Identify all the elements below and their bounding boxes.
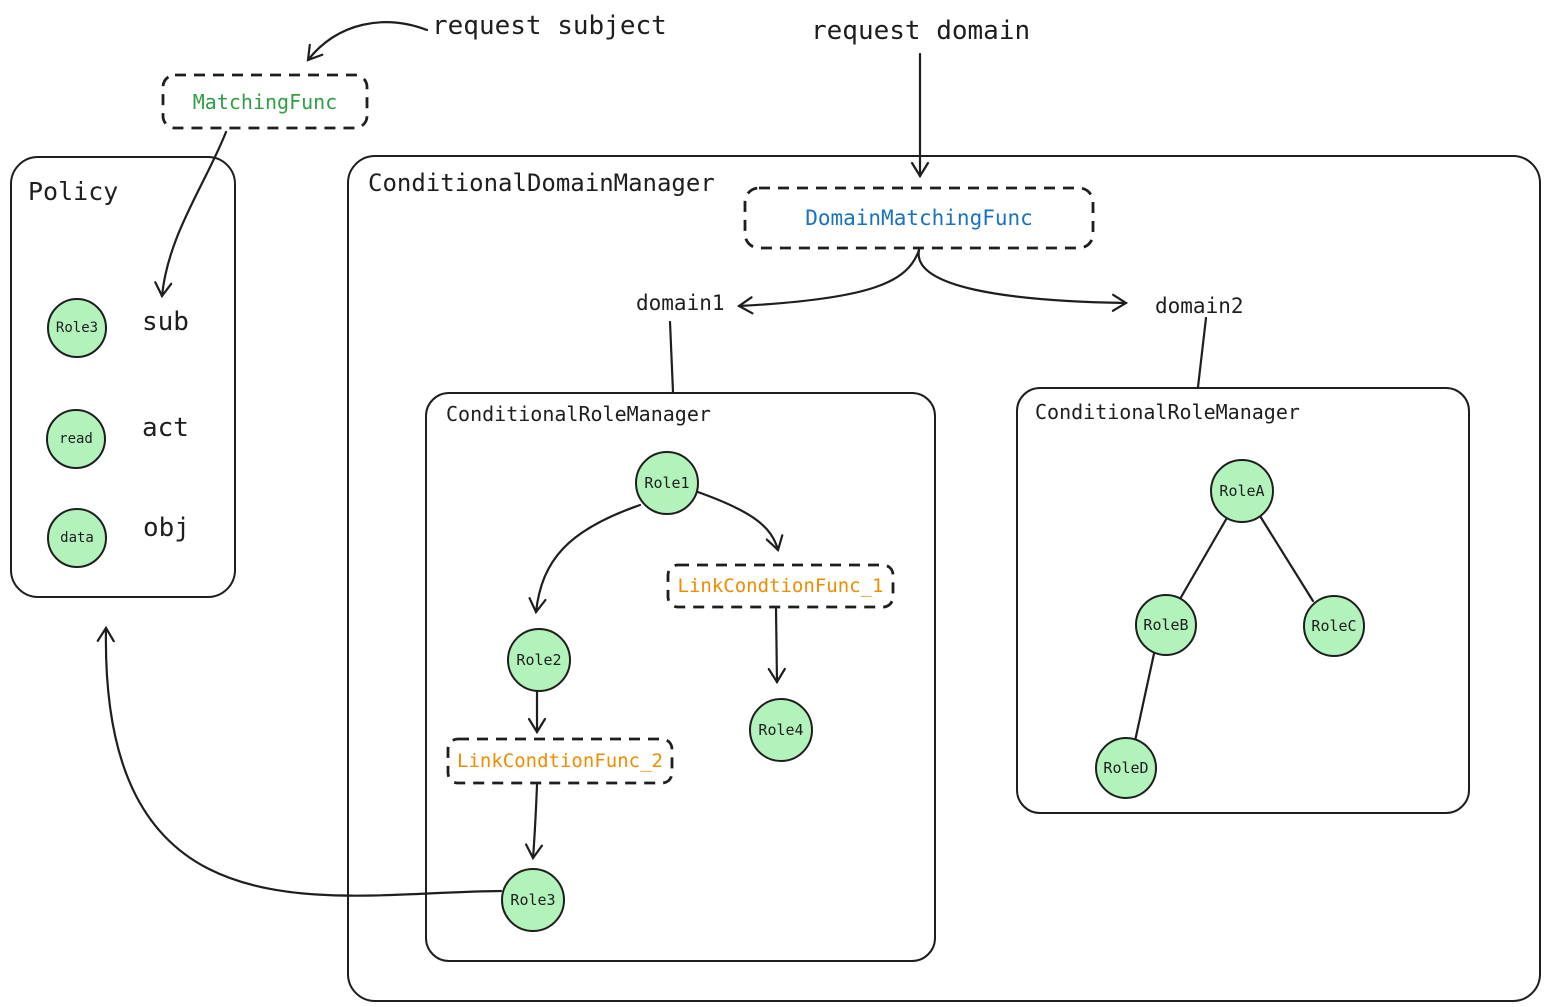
domain-matching-func-label: DomainMatchingFunc — [805, 206, 1033, 230]
policy-title: Policy — [28, 177, 119, 206]
policy-field-sub: sub — [142, 307, 189, 337]
node-roleA: RoleA — [1210, 459, 1274, 523]
policy-field-obj: obj — [143, 513, 190, 543]
arrow-request-subject-to-matching-func — [306, 21, 429, 62]
conditional-domain-manager-box — [347, 155, 1541, 1002]
conditional-role-manager-domain1-title: ConditionalRoleManager — [446, 402, 711, 426]
node-roleB: RoleB — [1135, 594, 1197, 656]
policy-field-act: act — [142, 413, 189, 443]
conditional-role-manager-domain2-title: ConditionalRoleManager — [1035, 400, 1300, 424]
conditional-domain-manager-title: ConditionalDomainManager — [368, 169, 715, 197]
request-subject-label: request subject — [432, 11, 667, 41]
node-roleC: RoleC — [1303, 595, 1365, 657]
policy-box — [10, 156, 236, 598]
node-role1: Role1 — [635, 451, 699, 515]
request-domain-label: request domain — [811, 16, 1031, 46]
link-condition-func-1-label: LinkCondtionFunc_1 — [677, 575, 884, 597]
domain1-label: domain1 — [636, 291, 725, 315]
domain2-label: domain2 — [1155, 294, 1244, 318]
matching-func-label: MatchingFunc — [192, 89, 338, 114]
node-roleD: RoleD — [1095, 737, 1157, 799]
node-role3: Role3 — [501, 868, 565, 932]
node-role4: Role4 — [749, 698, 813, 762]
link-condition-func-2-label: LinkCondtionFunc_2 — [457, 750, 663, 772]
conditional-role-manager-domain2-box — [1016, 387, 1470, 814]
policy-node-data: data — [47, 508, 107, 568]
policy-node-read: read — [46, 409, 106, 469]
policy-node-role3: Role3 — [47, 298, 107, 358]
node-role2: Role2 — [507, 628, 571, 692]
